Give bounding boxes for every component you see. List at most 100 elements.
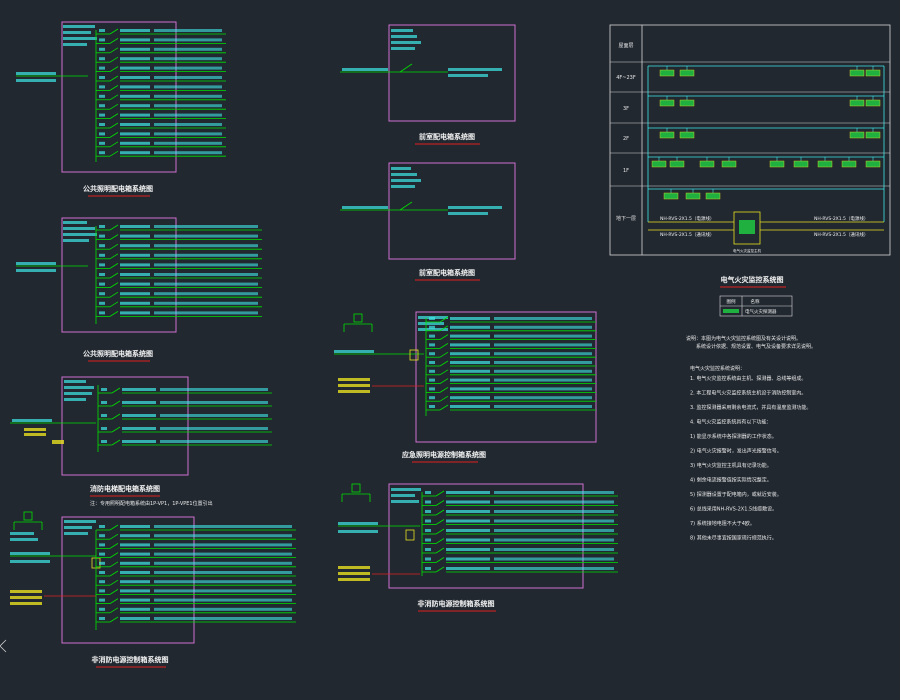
- circuit-row: [96, 103, 226, 110]
- circuit-row: [96, 561, 296, 568]
- circuit-row: [96, 122, 226, 129]
- notes-line: 7) 系统接地电阻不大于4欧。: [690, 520, 755, 527]
- cursor-mark: [0, 639, 7, 653]
- diagram-non-fire-control-2: 非消防电源控制箱系统图: [338, 483, 618, 612]
- detector-module: [659, 66, 675, 77]
- incoming-feeder-label: [16, 79, 56, 82]
- notes-line: 3) 电气火灾监控主机具有记录功能。: [690, 462, 772, 469]
- riser-frame: [609, 24, 891, 256]
- circuit-row: [98, 387, 272, 394]
- floor-label: 2F: [623, 136, 629, 142]
- diagram-title: 前室配电箱系统图: [419, 268, 475, 277]
- circuit-row: [96, 598, 296, 604]
- notes-header: 系统设计依据、规范设置、电气及设备要求详见说明。: [696, 343, 816, 350]
- circuit-row: [422, 509, 618, 516]
- circuit-row: [422, 500, 618, 506]
- circuit-row: [96, 552, 296, 558]
- circuit-row: [422, 538, 618, 544]
- circuit-row: [98, 413, 272, 420]
- bus-label: NH-RVS-2X1.5（通讯线）: [660, 231, 714, 238]
- circuit-row: [96, 272, 262, 279]
- circuit-group: [96, 524, 296, 623]
- detector-module: [669, 157, 685, 168]
- detector-module: [685, 189, 701, 200]
- circuit-row: [96, 533, 296, 540]
- diagram-title: 公共照明配电箱系统图: [83, 184, 153, 193]
- detector-module-group: [651, 66, 881, 200]
- transformer-symbol: [13, 511, 43, 530]
- diagram-title: 公共照明配电箱系统图: [83, 349, 153, 358]
- floor-label: 4F~23F: [616, 75, 636, 81]
- circuit-row: [426, 325, 596, 332]
- detector-module: [679, 128, 695, 139]
- notes-line: 8) 其他未尽事宜按国家现行规范执行。: [690, 535, 777, 542]
- panel-border: [388, 24, 516, 122]
- circuit-row: [96, 85, 226, 91]
- detector-module: [849, 66, 865, 77]
- circuit-row: [422, 519, 618, 525]
- diagram-title: 应急照明电源控制箱系统图: [402, 450, 486, 459]
- diagram-title: 前室配电箱系统图: [419, 132, 475, 141]
- circuit-row: [96, 141, 226, 148]
- notes-lines: 1. 电气火灾监控系统由主机、探测器、总线等组成。 2. 本工程电气火灾监控系统主…: [690, 375, 811, 542]
- circuit-row: [96, 543, 296, 549]
- circuit-row: [96, 56, 226, 63]
- circuit-row: [96, 38, 226, 44]
- circuit-row: [422, 547, 618, 554]
- detector-module: [769, 157, 785, 168]
- circuit-group: [426, 316, 596, 411]
- monitor-host: [739, 220, 755, 234]
- circuit-row: [96, 234, 262, 241]
- circuit-row: [96, 47, 226, 54]
- circuit-row: [96, 94, 226, 101]
- notes-line: 2) 电气火灾报警时，发出声光报警信号。: [690, 448, 782, 455]
- circuit-row: [96, 579, 296, 586]
- circuit-row: [422, 490, 618, 497]
- circuit-row: [426, 387, 596, 393]
- detector-module: [849, 96, 865, 107]
- diagram-emergency-lighting: 应急照明电源控制箱系统图: [334, 311, 597, 463]
- design-notes: 说明：本图为电气火灾监控系统图及有关设计说明。 系统设计依据、规范设置、电气及设…: [686, 335, 816, 542]
- notes-line: 3. 监控探测器采用剩余电流式，并具有温度监测功能。: [690, 404, 811, 411]
- floor-label: 3F: [623, 106, 629, 112]
- diagram-title: 非消防电源控制箱系统图: [92, 655, 169, 664]
- panel-header-text: [63, 25, 97, 46]
- notes-line: 6) 总线采用NH-RVS-2X1.5线缆敷设。: [690, 506, 777, 513]
- circuit-row: [426, 404, 596, 411]
- circuit-row: [426, 316, 596, 323]
- detector-module: [865, 128, 881, 139]
- detector-module: [663, 189, 679, 200]
- circuit-row: [422, 528, 618, 535]
- diagram-title: 非消防电源控制箱系统图: [418, 599, 495, 608]
- detector-module: [865, 96, 881, 107]
- circuit-row: [96, 607, 296, 614]
- meter-symbol: [405, 529, 415, 541]
- circuit-row: [98, 439, 272, 446]
- diagram-public-lighting-1: 公共照明配电箱系统图: [16, 21, 226, 197]
- notes-line: 1. 电气火灾监控系统由主机、探测器、总线等组成。: [690, 375, 806, 382]
- circuit-row: [426, 343, 596, 349]
- circuit-row: [96, 132, 226, 138]
- circuit-row: [426, 395, 596, 402]
- detector-module: [721, 157, 737, 168]
- monitor-host-box: [733, 211, 761, 245]
- circuit-row: [426, 360, 596, 367]
- transformer-symbol: [341, 483, 371, 502]
- circuit-row: [426, 351, 596, 358]
- floor-label: 1F: [623, 168, 629, 174]
- circuit-row: [96, 113, 226, 119]
- circuit-row: [422, 566, 618, 573]
- transformer-symbol: [343, 313, 373, 332]
- notes-line: 5) 探测器设置于配电箱内，或就近安装。: [690, 491, 782, 498]
- circuit-row: [98, 426, 272, 433]
- floor-label: 屋面层: [618, 43, 633, 49]
- notes-section: 电气火灾监控系统说明：: [690, 365, 745, 372]
- circuit-row: [426, 378, 596, 385]
- panel-border: [61, 516, 195, 644]
- notes-line: 2. 本工程电气火灾监控系统主机设于消防控制室内。: [690, 390, 806, 397]
- meter-symbol: [409, 349, 419, 361]
- circuit-row: [96, 263, 262, 269]
- panel-border: [61, 376, 189, 476]
- diagram-fire-elevator: 消防电梯配电箱系统图 注：专用照明配电箱系统由1P-VP1，1P-VPE1位置引…: [10, 376, 272, 507]
- notes-line: 4. 电气火灾监控系统具有以下功能：: [690, 419, 771, 426]
